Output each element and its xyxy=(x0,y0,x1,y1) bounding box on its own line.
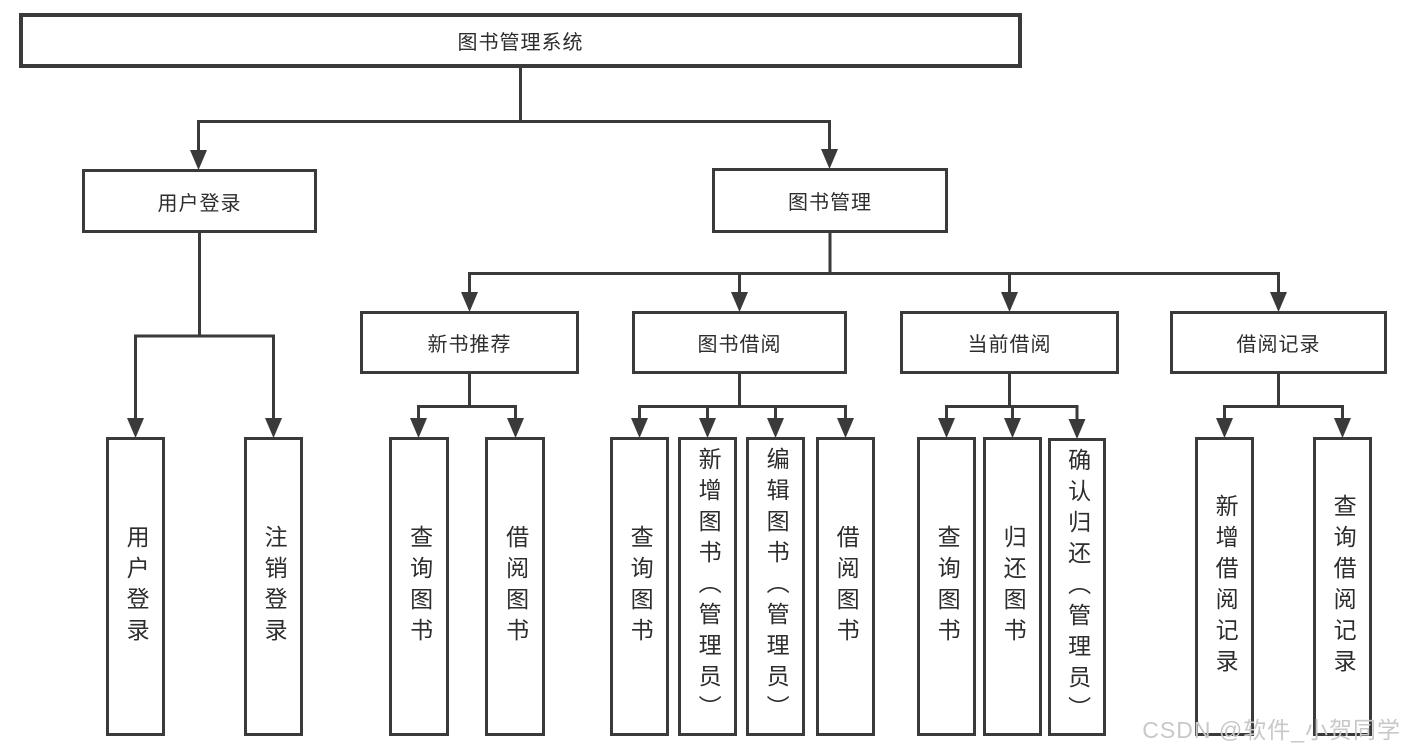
leaf-query-books-1: 查询图书 xyxy=(389,437,449,736)
leaf-query-borrow-record: 查询借阅记录 xyxy=(1313,437,1372,736)
node-book-borrow: 图书借阅 xyxy=(632,311,847,374)
node-book-management: 图书管理 xyxy=(712,168,948,233)
watermark: CSDN @软件_小贺同学 xyxy=(1142,717,1401,743)
arrowhead xyxy=(767,418,784,438)
leaf-logout: 注销登录 xyxy=(244,437,303,736)
arrowhead xyxy=(1068,419,1086,439)
leaf-add-book-admin: 新增图书（管理员） xyxy=(678,437,737,736)
arrowhead xyxy=(461,292,478,312)
node-current-borrow: 当前借阅 xyxy=(900,311,1119,374)
leaf-query-books-2: 查询图书 xyxy=(610,437,669,736)
arrowhead xyxy=(507,418,524,438)
arrowhead xyxy=(731,292,748,312)
arrowhead xyxy=(1270,292,1287,312)
arrowhead xyxy=(821,149,838,169)
node-user-login: 用户登录 xyxy=(82,169,317,233)
arrowhead xyxy=(631,418,648,438)
arrowhead xyxy=(1216,418,1233,438)
leaf-return-book: 归还图书 xyxy=(983,437,1042,736)
leaf-edit-book-admin: 编辑图书（管理员） xyxy=(746,437,805,736)
arrowhead xyxy=(1334,418,1351,438)
node-new-book-recommend: 新书推荐 xyxy=(360,311,579,374)
leaf-user-login: 用户登录 xyxy=(106,437,165,736)
arrowhead xyxy=(410,418,427,438)
node-borrow-records: 借阅记录 xyxy=(1170,311,1387,374)
arrowhead xyxy=(938,418,955,438)
leaf-query-books-3: 查询图书 xyxy=(917,437,976,736)
arrowhead xyxy=(265,418,282,438)
arrowhead xyxy=(1001,292,1018,312)
leaf-add-borrow-record: 新增借阅记录 xyxy=(1195,437,1254,736)
leaf-borrow-books-1: 借阅图书 xyxy=(485,437,545,736)
leaf-borrow-books-2: 借阅图书 xyxy=(816,437,875,736)
arrowhead xyxy=(837,418,854,438)
arrowhead xyxy=(699,418,716,438)
arrowhead xyxy=(190,150,207,170)
arrowhead xyxy=(127,418,144,438)
arrowhead xyxy=(1004,418,1021,438)
node-system: 图书管理系统 xyxy=(19,13,1022,68)
leaf-confirm-return-admin: 确认归还（管理员） xyxy=(1048,438,1106,736)
